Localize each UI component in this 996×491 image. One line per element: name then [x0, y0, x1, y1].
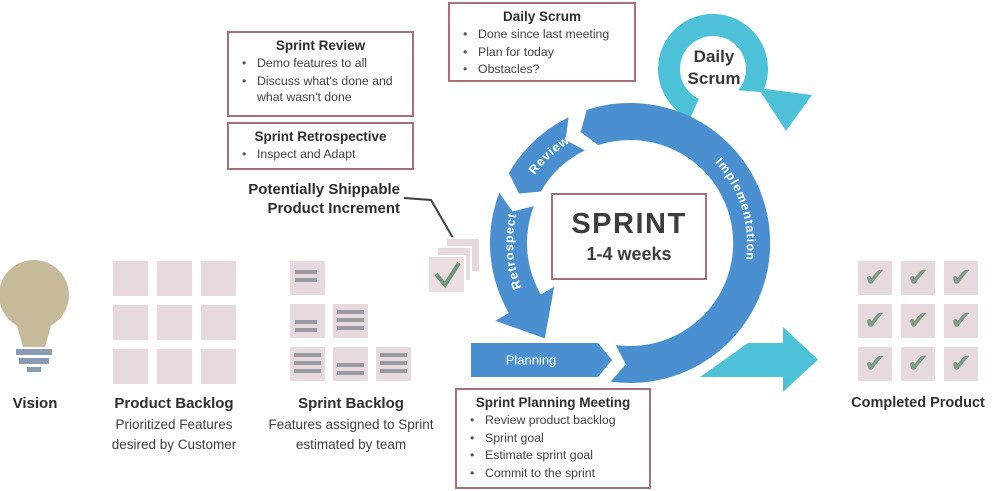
completed-product-arrow: [700, 327, 818, 392]
planning-arrow-bar: [471, 343, 612, 377]
completed-product-label: Completed Product: [851, 395, 985, 411]
bullet-icon: •: [242, 73, 247, 88]
shippable-increment-label: Potentially Shippable Product Increment: [248, 181, 400, 217]
ring-segment-retrospect: [490, 192, 543, 318]
retrospect-arrowhead-icon: [495, 286, 555, 339]
product-backlog-label: Product Backlog Prioritized Features des…: [111, 395, 237, 452]
daily-scrum-arrowhead-icon: [758, 88, 812, 131]
callout-title: Sprint Retrospective: [254, 129, 387, 144]
check-icon: ✔: [950, 305, 972, 335]
bullet-item: • Sprint goal: [470, 430, 544, 445]
callout-title: Sprint Planning Meeting: [475, 395, 631, 410]
bullet-icon: •: [470, 430, 475, 445]
ring-label-planning: Planning: [506, 353, 557, 368]
bullet-icon: •: [242, 56, 247, 70]
check-icon: ✔: [907, 348, 929, 378]
sprint-title: SPRINT: [571, 208, 687, 240]
shippable-increment-cards-icon: [427, 237, 481, 294]
vision-label: Vision: [12, 395, 58, 412]
callout-title: Sprint Review: [275, 38, 366, 53]
bullet-item: • Discuss what's done and what wasn't do…: [242, 73, 393, 105]
bullet-icon: •: [463, 44, 468, 59]
bullet-icon: •: [470, 413, 475, 427]
bullet-item: • Commit to the sprint: [470, 465, 596, 480]
increment-connector-line: [403, 197, 454, 239]
sprint-backlog-label: Sprint Backlog Features assigned to Spri…: [268, 395, 434, 452]
ring-segment-review: [508, 117, 585, 194]
check-icon: ✔: [907, 305, 929, 335]
lightbulb-icon: [0, 260, 69, 372]
check-icon: ✔: [864, 348, 886, 378]
check-icon: ✔: [907, 262, 929, 292]
sprint-center-box: SPRINT 1-4 weeks: [551, 193, 707, 280]
bullet-item: • Estimate sprint goal: [470, 448, 593, 463]
bullet-icon: •: [470, 465, 475, 480]
bullet-item: • Obstacles?: [463, 62, 540, 77]
bullet-item: • Done since last meeting: [463, 27, 610, 41]
check-icon: ✔: [950, 348, 972, 378]
bullet-icon: •: [463, 27, 468, 41]
daily-scrum-loop: [657, 13, 768, 119]
ring-segment-implementation: [580, 102, 771, 383]
bullet-item: • Inspect and Adapt: [242, 147, 356, 161]
sprint-duration: 1-4 weeks: [586, 244, 672, 264]
bullet-icon: •: [463, 62, 468, 77]
callout-sprint-planning-meeting: Sprint Planning Meeting • Review product…: [455, 388, 651, 489]
daily-scrum-loop-label: Daily Scrum: [687, 47, 741, 89]
check-icon: ✔: [864, 262, 886, 292]
check-icon: ✔: [950, 262, 972, 292]
bullet-item: • Plan for today: [463, 44, 554, 59]
bullet-item: • Review product backlog: [470, 413, 616, 427]
callout-daily-scrum: Daily Scrum • Done since last meeting • …: [448, 2, 636, 82]
bullet-item: • Demo features to all: [242, 56, 368, 70]
callout-sprint-retrospective: Sprint Retrospective • Inspect and Adapt: [227, 122, 414, 170]
callout-sprint-review: Sprint Review • Demo features to all • D…: [227, 31, 414, 117]
completed-product-grid-icon: ✔ ✔ ✔ ✔ ✔ ✔ ✔ ✔ ✔: [858, 261, 978, 381]
product-backlog-grid-icon: [113, 261, 236, 384]
sprint-backlog-cards-icon: [290, 261, 412, 383]
bullet-icon: •: [242, 147, 247, 161]
check-icon: ✔: [864, 305, 886, 335]
bullet-icon: •: [470, 448, 475, 463]
callout-title: Daily Scrum: [502, 9, 582, 24]
